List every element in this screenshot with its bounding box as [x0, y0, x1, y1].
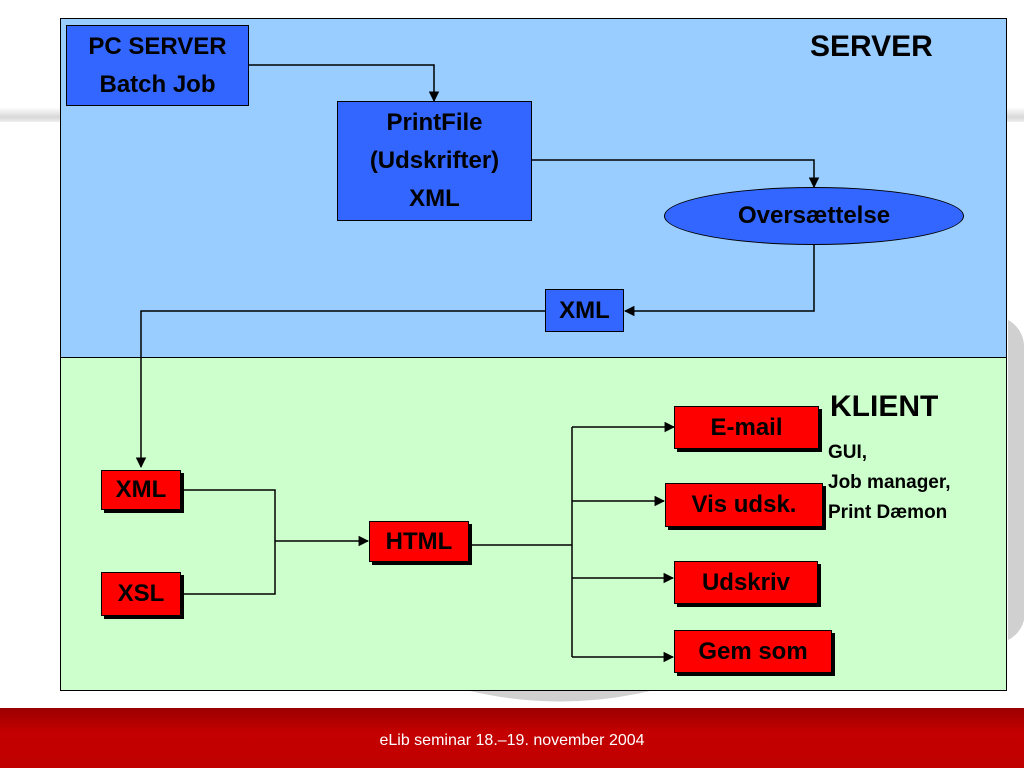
arrow-server-xml-to-client-xml — [135, 310, 545, 469]
client-description: GUI, Job manager, Print Dæmon — [828, 438, 951, 528]
client-xml-node: XML — [101, 470, 181, 510]
client-title: KLIENT — [830, 390, 939, 423]
email-action: E-mail — [674, 406, 819, 449]
arrow-printfile-to-translation — [532, 159, 820, 189]
batch-job-node: PC SERVER Batch Job — [66, 25, 249, 106]
arrow-batch-to-printfile — [248, 64, 440, 103]
save-as-action: Gem som — [674, 630, 832, 673]
batch-job-line1: PC SERVER — [88, 32, 227, 60]
client-xsl-node: XSL — [101, 572, 181, 616]
server-title: SERVER — [810, 30, 933, 63]
server-xml-node: XML — [545, 289, 624, 332]
printfile-line3: XML — [409, 185, 460, 212]
print-action: Udskriv — [674, 561, 818, 604]
client-description-print-daemon: Print Dæmon — [828, 502, 948, 523]
client-description-gui: GUI, — [828, 442, 868, 463]
printfile-line1: PrintFile — [386, 109, 483, 136]
arrow-translation-to-xml — [623, 244, 815, 317]
printfile-node: PrintFile (Udskrifter) XML — [337, 101, 532, 221]
client-description-job-manager: Job manager, — [828, 472, 951, 493]
line-xml-to-merge — [181, 489, 276, 541]
client-panel — [60, 357, 1007, 691]
view-print-action: Vis udsk. — [665, 483, 823, 527]
translation-node: Oversættelse — [664, 187, 964, 245]
footer-text: eLib seminar 18.–19. november 2004 — [379, 732, 645, 749]
line-xsl-to-merge — [181, 541, 276, 595]
html-node: HTML — [369, 521, 469, 562]
batch-job-line2: Batch Job — [99, 70, 216, 98]
footer-bar — [0, 708, 1024, 768]
printfile-line2: (Udskrifter) — [369, 147, 500, 174]
